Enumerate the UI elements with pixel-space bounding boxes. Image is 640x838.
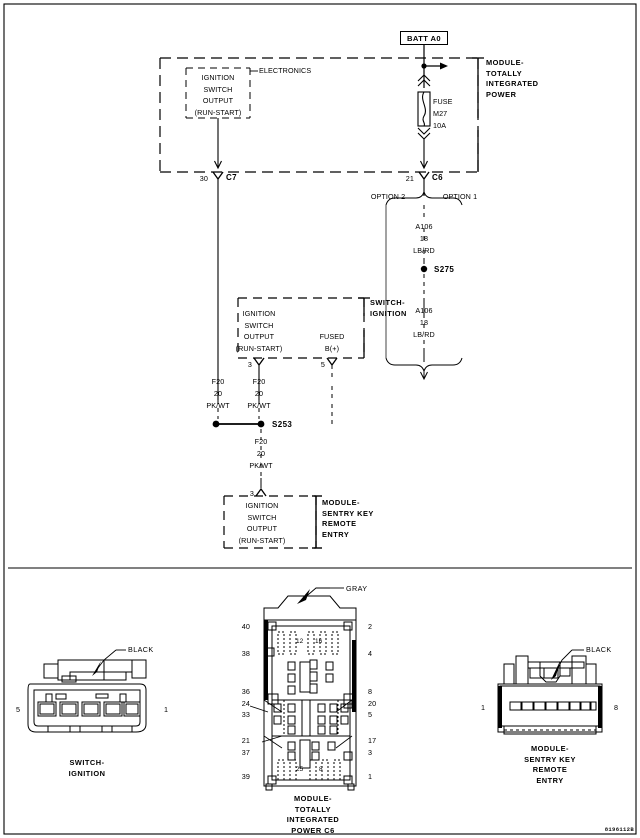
tipm-pin-left-21: 21 xyxy=(241,736,250,745)
tipm-pin-right-17: 17 xyxy=(368,736,377,745)
tipm-c6-connector-caption: MODULE- TOTALLY INTEGRATED POWER C6 xyxy=(286,794,340,835)
tipm-pin-inner-12: 12 xyxy=(296,638,304,645)
wire-a106-lower-gauge: 18 xyxy=(419,318,429,327)
module-tipm-title: MODULE- TOTALLY INTEGRATED POWER xyxy=(486,58,539,99)
wire-f20-left-circuit: F20 xyxy=(211,377,225,386)
switch-ignition-connector-color-callout: BLACK xyxy=(128,645,154,654)
batt-a0-box xyxy=(400,31,448,45)
wire-f20-left-gauge: 20 xyxy=(213,389,223,398)
c6-pin-number: 21 xyxy=(405,174,414,183)
c6-connector-name: C6 xyxy=(432,173,444,182)
tipm-pin-right-1: 1 xyxy=(368,772,373,781)
option-1-label: OPTION 1 xyxy=(442,192,478,201)
wire-f20-right-circuit: F20 xyxy=(252,377,266,386)
tipm-pin-right-2: 2 xyxy=(368,622,373,631)
c7-connector-name: C7 xyxy=(226,173,238,182)
switch-pin-5-number: 5 xyxy=(320,360,325,369)
skree-module-title: MODULE- SENTRY KEY REMOTE ENTRY xyxy=(322,498,374,539)
wire-f20-right-gauge: 20 xyxy=(254,389,264,398)
splice-s275-label: S275 xyxy=(434,265,455,274)
switch-ignition-connector-pin-left: 5 xyxy=(16,705,21,714)
tipm-pin-left-37: 37 xyxy=(241,748,250,757)
wire-f20-right-color: PK/WT xyxy=(247,401,271,410)
tipm-pin-left-38: 38 xyxy=(241,649,250,658)
skree-connector-caption: MODULE- SENTRY KEY REMOTE ENTRY xyxy=(524,744,576,785)
tipm-pin-left-36: 36 xyxy=(241,687,250,696)
tipm-pin-inner-25: 25 xyxy=(296,766,304,773)
splice-s253-label: S253 xyxy=(272,420,293,429)
skree-connector-pin-left: 1 xyxy=(481,703,486,712)
skree-connector-color-callout: BLACK xyxy=(586,645,612,654)
tipm-c6-connector-color-callout: GRAY xyxy=(346,584,368,593)
skree-ignition-output-block-label: IGNITION SWITCH OUTPUT (RUN-START) xyxy=(238,501,286,545)
wire-a106-upper-color: LB/RD xyxy=(413,246,435,255)
tipm-pin-inner-16: 16 xyxy=(315,638,323,645)
switch-ignition-output-block-label: IGNITION SWITCH OUTPUT (RUN-START) xyxy=(235,309,283,353)
ignition-switch-output-block-label: IGNITION SWITCH OUTPUT (RUN-START) xyxy=(194,73,242,117)
tipm-pin-inner-8: 8 xyxy=(319,766,323,773)
switch-ignition-connector-caption: SWITCH- IGNITION xyxy=(68,758,106,778)
wire-a106-lower-color: LB/RD xyxy=(413,330,435,339)
wire-f20-down-circuit: F20 xyxy=(254,437,268,446)
skree-pin-3-number: 3 xyxy=(249,489,254,498)
batt-a0-label: BATT A0 xyxy=(406,34,442,43)
fuse-m27-label: FUSE M27 10A xyxy=(433,97,453,130)
switch-pin-3-number: 3 xyxy=(247,360,252,369)
wire-a106-upper-gauge: 18 xyxy=(419,234,429,243)
tipm-pin-left-40: 40 xyxy=(241,622,250,631)
switch-ignition-connector-pin-right: 1 xyxy=(164,705,169,714)
option-2-label: OPTION 2 xyxy=(370,192,406,201)
wire-f20-left-color: PK/WT xyxy=(206,401,230,410)
switch-ignition-title: SWITCH- IGNITION xyxy=(370,298,407,318)
tipm-pin-right-8: 8 xyxy=(368,687,373,696)
tipm-pin-right-5: 5 xyxy=(368,710,373,719)
electronics-label: ELECTRONICS xyxy=(259,66,312,75)
tipm-pin-left-24: 24 xyxy=(241,699,250,708)
wire-a106-lower-circuit: A106 xyxy=(415,306,433,315)
c7-pin-number: 30 xyxy=(199,174,208,183)
sheet-code: 8196112B xyxy=(604,826,634,833)
tipm-pin-left-39: 39 xyxy=(241,772,250,781)
wire-f20-down-color: PK/WT xyxy=(249,461,273,470)
tipm-pin-right-20: 20 xyxy=(368,699,377,708)
tipm-pin-right-4: 4 xyxy=(368,649,373,658)
wire-a106-upper-circuit: A106 xyxy=(415,222,433,231)
skree-connector-pin-right: 8 xyxy=(614,703,619,712)
tipm-pin-left-33: 33 xyxy=(241,710,250,719)
tipm-pin-right-3: 3 xyxy=(368,748,373,757)
switch-ignition-fused-b-label: FUSED B(+) xyxy=(319,332,345,353)
wire-f20-down-gauge: 20 xyxy=(256,449,266,458)
